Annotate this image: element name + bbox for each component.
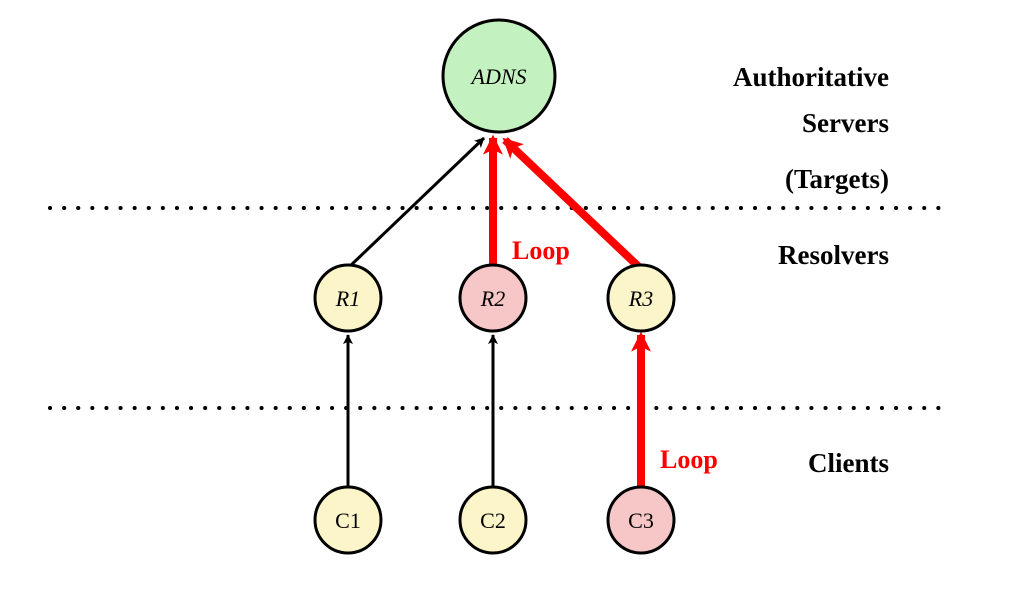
r3-label: R3 bbox=[628, 286, 653, 311]
resolver-node-r3: R3 bbox=[606, 263, 676, 333]
loop-label-lower: Loop bbox=[660, 445, 718, 474]
loop-label-upper: Loop bbox=[512, 236, 570, 265]
tier-label-targets: (Targets) bbox=[785, 164, 889, 194]
adns-circle bbox=[441, 18, 557, 134]
adns-node: ADNS bbox=[441, 18, 557, 134]
edge-r1-adns bbox=[346, 136, 486, 270]
edge-r3-adns bbox=[502, 137, 643, 271]
tier-label-authoritative: Authoritative bbox=[733, 62, 889, 92]
client-node-c2: C2 bbox=[458, 485, 528, 555]
resolver-node-r1: R1 bbox=[313, 263, 383, 333]
tier-label-resolvers: Resolvers bbox=[778, 240, 889, 270]
c3-label: C3 bbox=[628, 508, 654, 533]
c1-label: C1 bbox=[335, 508, 361, 533]
adns-label: ADNS bbox=[470, 64, 527, 89]
r1-circle bbox=[313, 263, 383, 333]
tier-label-servers: Servers bbox=[802, 108, 889, 138]
r2-circle bbox=[458, 263, 528, 333]
r1-label: R1 bbox=[335, 286, 360, 311]
resolver-node-r2: R2 bbox=[458, 263, 528, 333]
r2-label: R2 bbox=[480, 286, 505, 311]
client-node-c1: C1 bbox=[313, 485, 383, 555]
c3-circle bbox=[606, 485, 676, 555]
c2-label: C2 bbox=[480, 508, 506, 533]
r3-circle bbox=[606, 263, 676, 333]
c1-circle bbox=[313, 485, 383, 555]
c2-circle bbox=[458, 485, 528, 555]
client-node-c3: C3 bbox=[606, 485, 676, 555]
tier-label-clients: Clients bbox=[808, 448, 889, 478]
